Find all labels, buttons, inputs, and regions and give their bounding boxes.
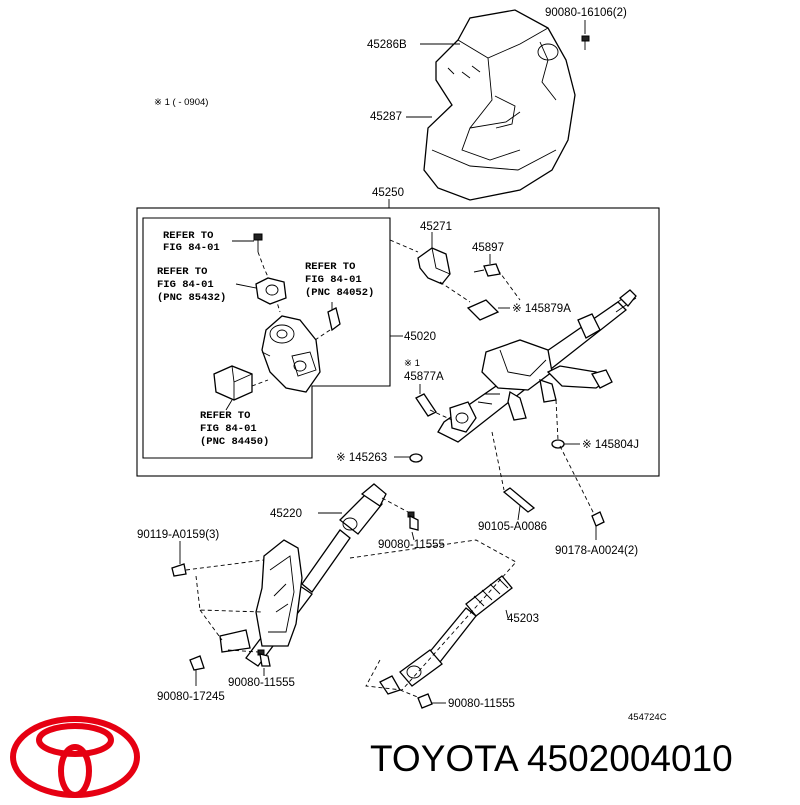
callout-90080-11555-a: 90080-11555 — [378, 539, 445, 551]
refer-3-line-2: FIG 84-01 — [305, 274, 362, 286]
callout-145804j: ※ 145804J — [582, 439, 639, 451]
refer-1-line-1: REFER TO — [163, 230, 213, 242]
nut-90178-a0024 — [591, 511, 605, 527]
washer-145263 — [409, 453, 423, 463]
note-0904: ※ 1 ( - 0904) — [154, 97, 208, 108]
assembly-box-45020 — [142, 217, 391, 459]
callout-90105-a0086: 90105-A0086 — [478, 521, 547, 533]
refer-2-line-2: FIG 84-01 — [157, 279, 214, 291]
callout-45020: 45020 — [404, 331, 436, 343]
bolt-90080-11555-a — [407, 511, 419, 531]
key-cylinder-bolt — [253, 233, 263, 252]
callout-145263: ※ 145263 — [336, 452, 387, 464]
callout-45897: 45897 — [472, 242, 504, 254]
bolt-90080-17245 — [189, 655, 205, 671]
callout-45220: 45220 — [270, 508, 302, 520]
bolt-45897 — [473, 263, 501, 277]
refer-2-line-1: REFER TO — [157, 266, 207, 278]
callout-45203: 45203 — [507, 613, 539, 625]
steering-lock-housing — [261, 315, 321, 393]
bolt-90105-a0086 — [502, 487, 536, 513]
callout-45877a: 45877A — [404, 371, 444, 383]
refer-3-line-1: REFER TO — [305, 261, 355, 273]
plate-145879a — [466, 299, 500, 321]
note-1: ※ 1 — [404, 358, 420, 369]
ignition-switch — [255, 277, 287, 305]
toyota-logo-icon — [10, 716, 140, 798]
transponder-key-amplifier — [213, 365, 253, 401]
callout-45287: 45287 — [370, 111, 402, 123]
steering-intermediate-shaft-45203 — [379, 575, 513, 695]
callout-90080-16106: 90080-16106(2) — [545, 7, 627, 19]
screw-90080-16106 — [581, 35, 590, 50]
upper-column-cover — [423, 9, 576, 201]
steering-column — [437, 289, 637, 443]
callout-45286b: 45286B — [367, 39, 407, 51]
bolt-90080-11555-c — [417, 693, 433, 709]
assembly-box-45250 — [136, 207, 660, 477]
callout-145879a: ※ 145879A — [512, 303, 571, 315]
callout-45271: 45271 — [420, 221, 452, 233]
bolt-90119-a0159 — [171, 563, 187, 577]
callout-90119-a0159: 90119-A0159(3) — [137, 529, 219, 541]
bolt-90080-11555-b — [257, 649, 271, 667]
refer-2-line-3: (PNC 85432) — [157, 292, 226, 304]
brand-part-number: TOYOTA 4502004010 — [370, 738, 733, 779]
callout-45250: 45250 — [372, 187, 404, 199]
key-unlock-switch — [327, 307, 341, 332]
washer-145804j — [551, 439, 565, 449]
callout-90080-11555-b: 90080-11555 — [228, 677, 295, 689]
callout-90080-17245: 90080-17245 — [157, 691, 225, 703]
figure-id: 454724C — [628, 712, 667, 723]
column-bracket-45271 — [417, 247, 451, 285]
callout-90080-11555-c: 90080-11555 — [448, 698, 515, 710]
refer-4-line-2: FIG 84-01 — [200, 423, 257, 435]
refer-1-line-2: FIG 84-01 — [163, 242, 220, 254]
refer-4-line-3: (PNC 84450) — [200, 436, 269, 448]
refer-4-line-1: REFER TO — [200, 410, 250, 422]
column-lower-bracket — [219, 539, 303, 653]
bushing-45877a — [415, 393, 437, 417]
callout-90178-a0024: 90178-A0024(2) — [555, 545, 638, 557]
refer-3-line-3: (PNC 84052) — [305, 287, 374, 299]
